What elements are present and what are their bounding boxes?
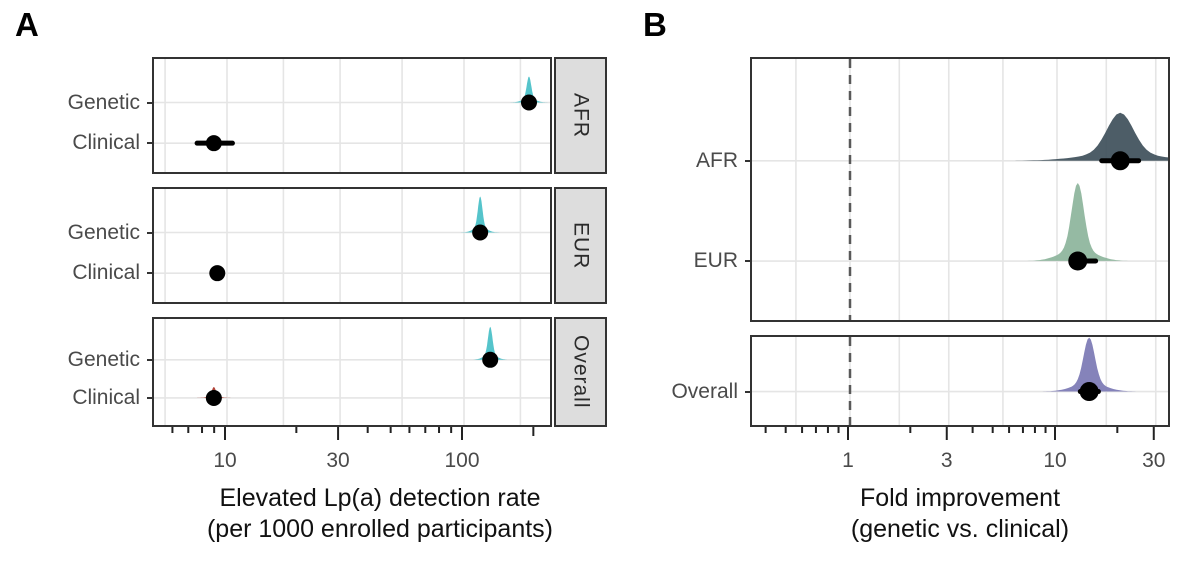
facet-strip-overall: Overall bbox=[554, 317, 607, 427]
y-axis-tick bbox=[147, 396, 154, 399]
facet-strip-afr: AFR bbox=[554, 57, 607, 174]
panel-a-letter: A bbox=[15, 6, 39, 43]
point-estimate-dot bbox=[472, 224, 489, 241]
facet-strip-label: EUR bbox=[569, 221, 593, 270]
y-axis-label-genetic: Genetic bbox=[67, 347, 140, 371]
y-axis-tick bbox=[147, 231, 154, 234]
x-tick-label: 3 bbox=[940, 449, 953, 472]
facet-strip-label: AFR bbox=[569, 93, 593, 138]
point-estimate-dot bbox=[482, 351, 499, 368]
panel-b-subpanel-1-canvas bbox=[752, 337, 1168, 425]
panel-b-subpanel-0-canvas bbox=[752, 59, 1168, 320]
panel-b-x-axis-title-line1: Fold improvement bbox=[859, 484, 1061, 512]
panel-a-x-axis-title: Elevated Lp(a) detection rate (per 1000 … bbox=[152, 483, 608, 544]
y-axis-label-eur: EUR bbox=[693, 249, 738, 272]
y-axis-tick bbox=[745, 159, 752, 162]
y-axis-label-clinical: Clinical bbox=[72, 131, 140, 155]
facet-strip-label: Overall bbox=[569, 335, 593, 409]
y-axis-label-genetic: Genetic bbox=[67, 220, 140, 244]
panel-a-facet-afr-canvas bbox=[154, 59, 550, 172]
point-estimate-dot bbox=[205, 389, 222, 406]
y-axis-label-afr: AFR bbox=[696, 148, 738, 172]
x-tick-label: 100 bbox=[444, 449, 480, 472]
y-axis-label-genetic: Genetic bbox=[67, 90, 140, 114]
y-axis-tick bbox=[147, 101, 154, 104]
panel-b-subpanel-0 bbox=[750, 57, 1170, 322]
y-axis-label-overall: Overall bbox=[671, 379, 738, 403]
panel-b-x-axis-title: Fold improvement (genetic vs. clinical) bbox=[750, 483, 1170, 544]
panel-b-letter: B bbox=[643, 6, 667, 43]
point-estimate-dot bbox=[205, 135, 222, 152]
x-tick-label: 30 bbox=[1142, 449, 1166, 472]
x-axis-ticks bbox=[764, 427, 1155, 440]
point-estimate-dot bbox=[1068, 251, 1088, 271]
x-tick-label: 10 bbox=[213, 449, 237, 472]
panel-a-facet-overall bbox=[152, 317, 552, 427]
density-ridge bbox=[1040, 337, 1138, 392]
y-axis-label-clinical: Clinical bbox=[72, 385, 140, 409]
panel-a-x-axis-title-line1: Elevated Lp(a) detection rate bbox=[219, 484, 541, 512]
y-axis-tick bbox=[147, 358, 154, 361]
point-estimate-dot bbox=[520, 94, 537, 111]
panel-a-facet-eur bbox=[152, 187, 552, 304]
density-ridge bbox=[460, 196, 500, 233]
panel-a-facet-overall-canvas bbox=[154, 319, 550, 425]
panel-b-subpanel-1 bbox=[750, 335, 1170, 427]
density-ridge bbox=[509, 76, 549, 103]
panel-b-x-axis-title-line2: (genetic vs. clinical) bbox=[850, 514, 1070, 543]
density-ridge bbox=[470, 326, 510, 360]
density-ridge bbox=[1025, 183, 1130, 261]
point-estimate-dot bbox=[209, 265, 226, 282]
x-tick-label: 10 bbox=[1043, 449, 1067, 472]
x-axis-ticks bbox=[171, 427, 535, 440]
panel-a-facet-afr bbox=[152, 57, 552, 174]
x-tick-label: 1 bbox=[842, 449, 854, 472]
point-estimate-dot bbox=[1079, 382, 1099, 402]
density-ridge bbox=[1007, 112, 1168, 161]
y-axis-tick bbox=[147, 142, 154, 145]
y-axis-tick bbox=[745, 260, 752, 262]
panel-a-facet-eur-canvas bbox=[154, 189, 550, 302]
facet-strip-eur: EUR bbox=[554, 187, 607, 304]
x-tick-label: 30 bbox=[326, 449, 350, 472]
y-axis-tick bbox=[745, 390, 752, 393]
y-axis-tick bbox=[147, 272, 154, 275]
y-axis-label-clinical: Clinical bbox=[72, 261, 140, 285]
panel-a-x-axis-title-line2: (per 1000 enrolled participants) bbox=[206, 514, 554, 543]
point-estimate-dot bbox=[1110, 151, 1130, 171]
